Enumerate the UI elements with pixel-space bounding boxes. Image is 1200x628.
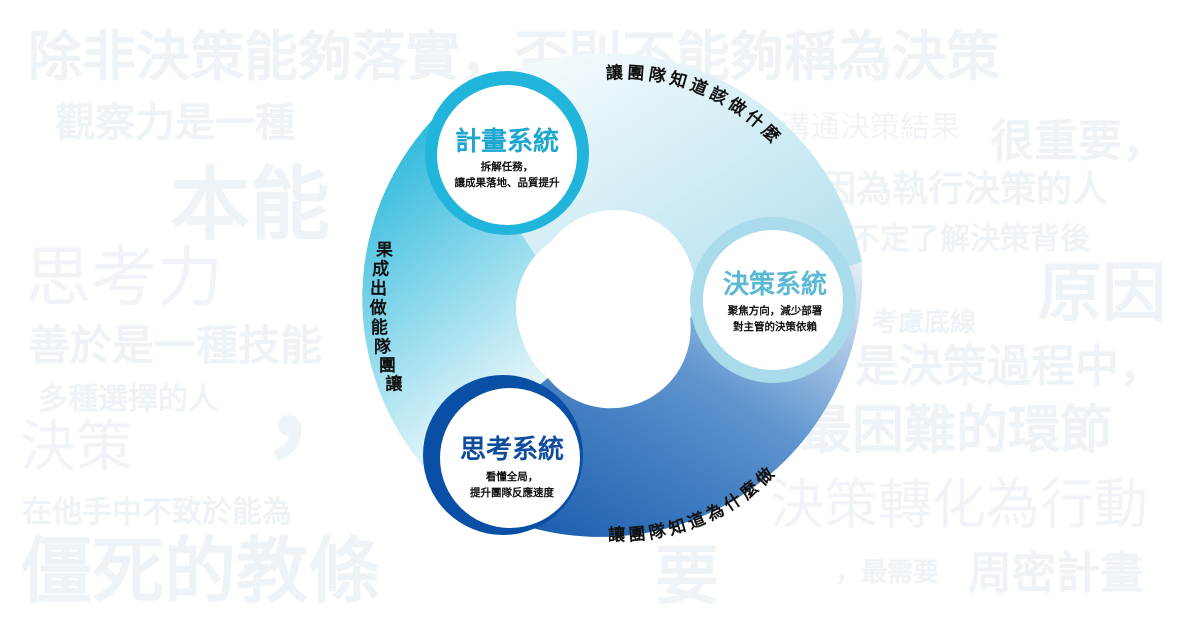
arc-label-left-char: 團 — [379, 356, 396, 376]
think-node — [440, 388, 580, 528]
arc-label-left-char: 讓 — [385, 374, 403, 395]
bg-word: 決策轉化為行動 — [770, 473, 1148, 536]
bg-word: 要 — [655, 540, 719, 614]
bg-word: 思考力 — [25, 239, 223, 316]
bg-word: 本能 — [170, 158, 330, 251]
bg-word: 決策 — [20, 415, 132, 480]
bg-word: 因為執行決策的人 — [820, 169, 1109, 210]
arc-label-left-char: 成 — [372, 258, 389, 279]
think-node-desc-line1: 看懂全局， — [486, 470, 539, 483]
bg-word: 善於是一種技能 — [28, 321, 323, 370]
arc-label-left-char: 隊 — [374, 336, 392, 357]
decide-node-title: 決策系統 — [723, 269, 827, 300]
bg-word: 原因 — [1038, 257, 1166, 331]
decide-node-desc-line1: 聚焦方向，減少部署 — [727, 304, 823, 317]
plan-node-desc-line1: 拆解任務， — [481, 160, 534, 173]
arc-label-left-char: 果 — [376, 240, 393, 260]
center-hole — [516, 228, 676, 388]
plan-node — [437, 85, 577, 225]
bg-word: 周密計畫 — [968, 548, 1144, 599]
arc-label-left-char: 做 — [369, 297, 388, 318]
bg-word: 很重要， — [990, 116, 1166, 167]
bg-word: 考慮底線 — [872, 308, 977, 338]
think-node-desc-line2: 提升團隊反應速度 — [470, 486, 554, 499]
bg-word: ，最需要 — [835, 558, 940, 588]
bg-word: 不定了解決策背後 — [850, 222, 1090, 257]
think-node-title: 思考系統 — [460, 434, 564, 465]
arc-label-left-char: 出 — [370, 278, 387, 299]
bg-word: ， — [260, 335, 380, 474]
bg-word: 僵死的教條 — [20, 529, 381, 613]
arc-label-left-char: 能 — [371, 317, 388, 338]
decide-node-desc-line2: 對主管的決策依賴 — [733, 320, 817, 333]
bg-word: 是決策過程中， — [855, 341, 1163, 392]
bg-word: 在他手中不致於能為 — [22, 495, 292, 530]
plan-node-title: 計畫系統 — [455, 126, 559, 157]
bg-word: 觀察力是一種 — [55, 100, 295, 146]
bg-word: 最困難的環節 — [800, 401, 1113, 461]
plan-node-desc-line2: 讓成果落地、品質提升 — [455, 176, 560, 189]
bg-word: 多種選擇的人 — [38, 382, 218, 417]
bg-word: 溝通決策結果 — [780, 110, 960, 145]
decide-node — [703, 230, 843, 370]
